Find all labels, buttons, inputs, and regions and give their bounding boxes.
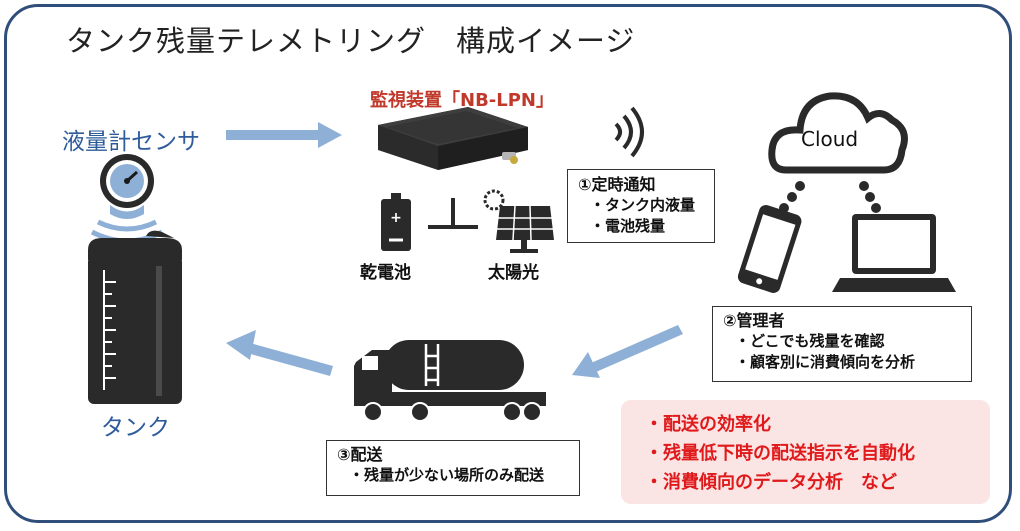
tank-label: タンク (101, 415, 170, 441)
benefit-item: ・配送の効率化 (645, 414, 771, 435)
cloud-label: Cloud (801, 127, 859, 151)
sensor-label: 液量計センサ (62, 129, 200, 155)
benefits-panel: ・配送の効率化 ・残量低下時の配送指示を自動化 ・消費傾向のデータ分析 など (621, 400, 990, 504)
benefit-item: ・消費傾向のデータ分析 など (645, 472, 897, 493)
delivery-box: ③配送 ・残量が少ない場所のみ配送 (326, 440, 580, 496)
cloud-connection-lines (779, 181, 881, 213)
admin-item: ・どこでも残量を確認 (735, 332, 885, 350)
benefit-item: ・残量低下時の配送指示を自動化 (645, 443, 915, 464)
delivery-heading: ③配送 (337, 445, 383, 464)
svg-text:+: + (390, 210, 402, 226)
battery-icon: + (381, 193, 411, 251)
arrow-admin-to-truck (572, 325, 683, 378)
solar-label: 太陽光 (488, 263, 539, 283)
monitoring-device-icon (378, 107, 528, 170)
power-connector-icon (428, 198, 478, 229)
delivery-item: ・残量が少ない場所のみ配送 (349, 466, 545, 484)
diagram-title: タンク残量テレメトリング構成イメージ (66, 18, 635, 60)
admin-heading: ②管理者 (723, 311, 785, 330)
cloud-icon (768, 92, 908, 174)
notice-item: ・電池残量 (590, 217, 666, 235)
title-main: タンク残量テレメトリング (66, 24, 427, 58)
solar-panel-icon (483, 189, 554, 253)
notice-heading: ①定時通知 (578, 175, 656, 194)
arrow-sensor-to-device (226, 122, 342, 148)
title-sub: 構成イメージ (456, 24, 636, 58)
notice-box: ①定時通知 ・タンク内液量 ・電池残量 (567, 169, 715, 243)
smartphone-icon (737, 204, 802, 293)
arrow-truck-to-tank (226, 330, 333, 376)
gauge-icon (100, 154, 154, 219)
tank-icon (88, 230, 182, 404)
laptop-icon (832, 214, 956, 292)
wireless-signal-icon (614, 106, 644, 158)
admin-box: ②管理者 ・どこでも残量を確認 ・顧客別に消費傾向を分析 (712, 306, 972, 382)
device-label: 監視装置「NB-LPN」 (370, 90, 554, 111)
notice-item: ・タンク内液量 (590, 196, 696, 214)
tanker-truck-icon (354, 340, 546, 422)
battery-label: 乾電池 (360, 263, 411, 283)
admin-item: ・顧客別に消費傾向を分析 (735, 353, 916, 371)
